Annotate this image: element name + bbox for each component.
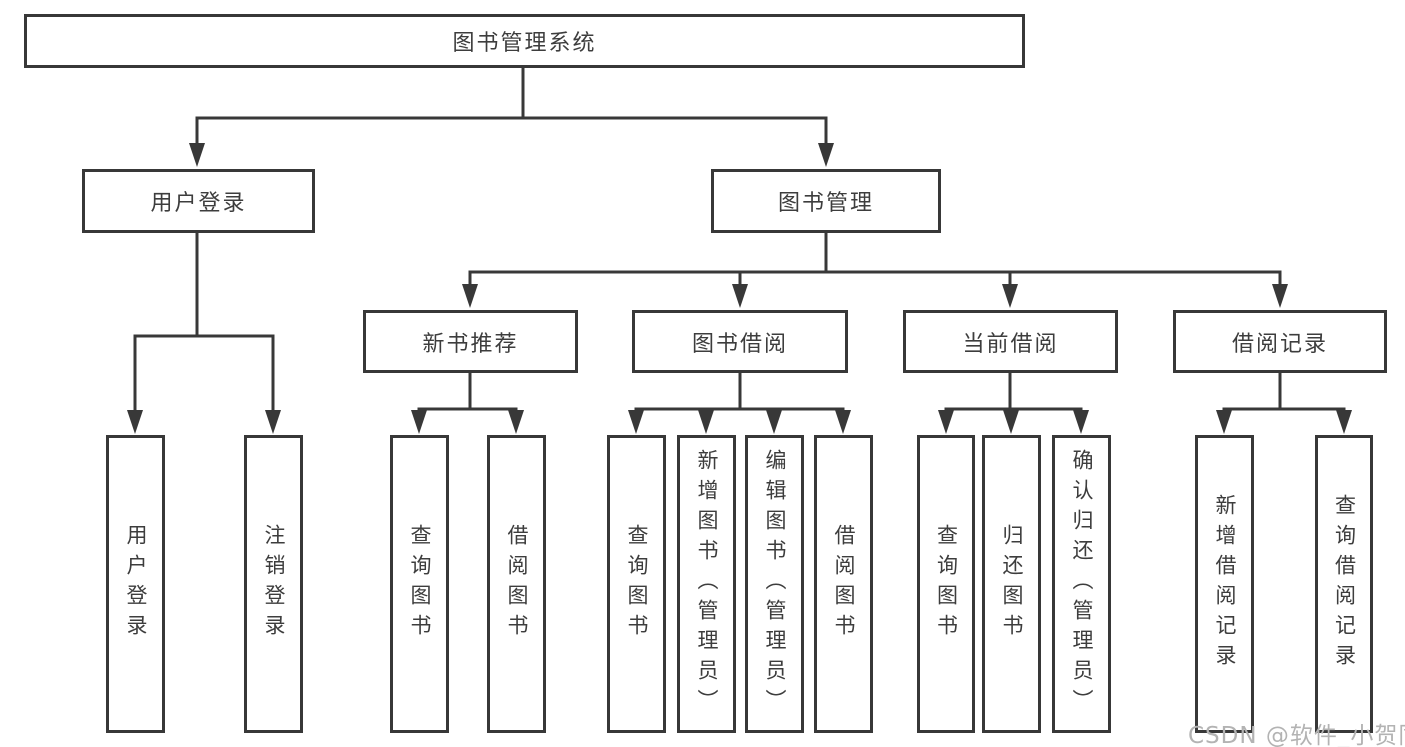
- leaf-borrowing-edit-books-admin: 编辑图书（管理员）: [745, 435, 804, 733]
- node-library-system-label: 图书管理系统: [452, 31, 597, 56]
- leaf-records-add-record-label: 新增借阅记录: [1213, 494, 1237, 674]
- leaf-recommend-query-books-label: 查询图书: [408, 524, 432, 644]
- node-book-management-label: 图书管理: [777, 191, 874, 216]
- leaf-borrowing-query-books-label: 查询图书: [625, 524, 649, 644]
- leaf-user-login: 用户登录: [106, 435, 165, 733]
- node-borrowing-records: 借阅记录: [1173, 310, 1387, 373]
- node-book-borrowing-label: 图书借阅: [691, 331, 788, 357]
- node-current-borrowing-label: 当前借阅: [962, 331, 1059, 357]
- node-user-login: 用户登录: [82, 169, 315, 233]
- node-user-login-label: 用户登录: [150, 191, 247, 216]
- leaf-current-query-books-label: 查询图书: [934, 524, 959, 644]
- leaf-recommend-query-books: 查询图书: [390, 435, 449, 733]
- csdn-watermark: CSDN @软件_小贺同学: [1188, 723, 1405, 747]
- leaf-borrowing-query-books: 查询图书: [607, 435, 666, 733]
- arrowheads: [127, 143, 1352, 434]
- leaf-recommend-borrow-books-label: 借阅图书: [505, 524, 529, 644]
- leaf-current-query-books: 查询图书: [917, 435, 975, 733]
- node-library-system: 图书管理系统: [24, 14, 1025, 68]
- node-book-management: 图书管理: [711, 169, 941, 233]
- leaf-current-return-books: 归还图书: [982, 435, 1041, 733]
- node-current-borrowing: 当前借阅: [903, 310, 1118, 373]
- leaf-borrowing-borrow-books-label: 借阅图书: [832, 524, 856, 644]
- node-book-borrowing: 图书借阅: [632, 310, 848, 373]
- leaf-borrowing-add-books-admin: 新增图书（管理员）: [677, 435, 736, 733]
- leaf-logout-label: 注销登录: [262, 524, 286, 644]
- node-new-book-recommend-label: 新书推荐: [422, 331, 519, 357]
- leaf-current-confirm-return-admin-label: 确认归还（管理员）: [1070, 449, 1094, 719]
- leaf-borrowing-edit-books-admin-label: 编辑图书（管理员）: [763, 449, 787, 719]
- leaf-records-add-record: 新增借阅记录: [1195, 435, 1254, 733]
- leaf-current-confirm-return-admin: 确认归还（管理员）: [1052, 435, 1111, 733]
- leaf-logout: 注销登录: [244, 435, 303, 733]
- leaf-user-login-label: 用户登录: [124, 524, 148, 644]
- leaf-borrowing-add-books-admin-label: 新增图书（管理员）: [695, 449, 719, 719]
- leaf-recommend-borrow-books: 借阅图书: [487, 435, 546, 733]
- leaf-records-query-record-label: 查询借阅记录: [1332, 494, 1357, 674]
- leaf-borrowing-borrow-books: 借阅图书: [814, 435, 873, 733]
- leaf-records-query-record: 查询借阅记录: [1315, 435, 1373, 733]
- leaf-current-return-books-label: 归还图书: [1000, 524, 1024, 644]
- node-borrowing-records-label: 借阅记录: [1231, 331, 1328, 357]
- node-new-book-recommend: 新书推荐: [363, 310, 578, 373]
